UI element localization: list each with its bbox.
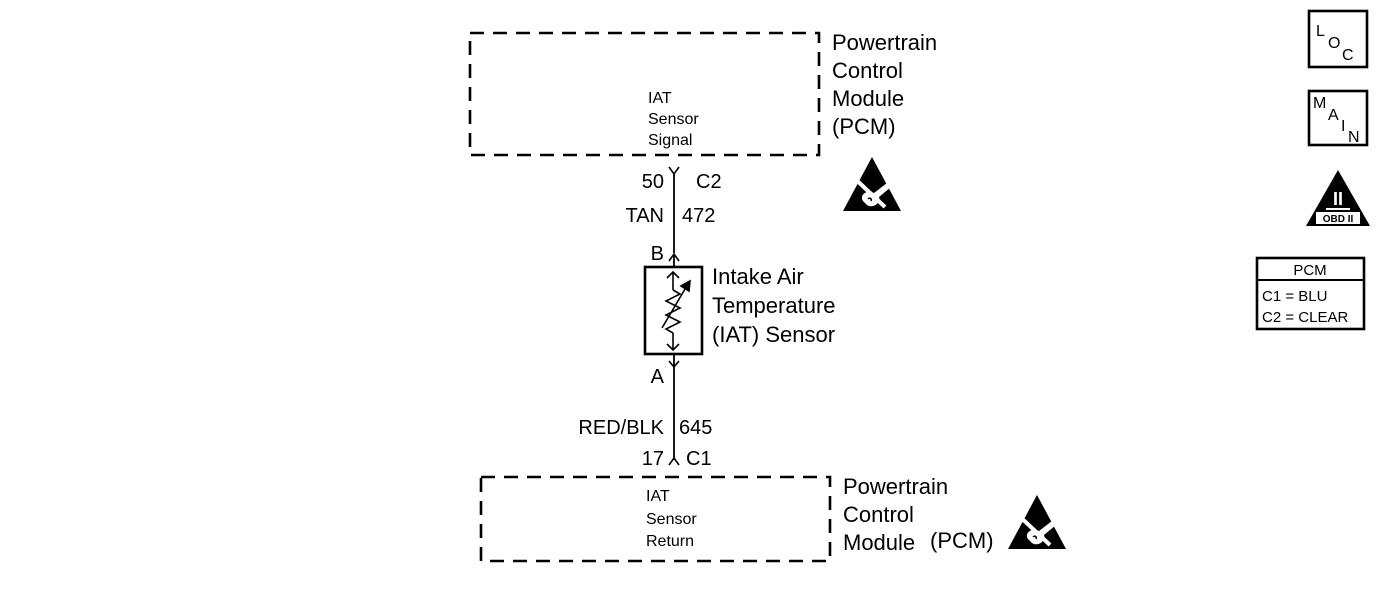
pcm-top-title-4: (PCM) [832, 114, 896, 139]
main-icon: M A I N [1307, 89, 1369, 147]
obd-numeral: II [1333, 189, 1343, 209]
loc-icon: L O C [1307, 9, 1369, 69]
wire-bottom-circuit: 645 [679, 417, 712, 439]
pcm-table-row-c1: C1 = BLU [1262, 288, 1327, 305]
wire-top-color: TAN [625, 205, 664, 227]
pcm-bottom-boundary [479, 475, 832, 563]
connector-top-id: C2 [696, 171, 722, 193]
pcm-bottom-pin-label-2: Sensor [646, 511, 697, 528]
connector-top-female-icon [668, 166, 680, 176]
pcm-top-pin-label-1: IAT [648, 90, 672, 107]
pcm-bottom-pin-label-3: Return [646, 533, 694, 550]
thermistor-icon [661, 270, 691, 352]
loc-letter-l: L [1316, 23, 1325, 40]
loc-letter-o: O [1328, 35, 1340, 52]
pcm-top-pin-label-2: Sensor [648, 111, 699, 128]
loc-letter-c: C [1342, 47, 1354, 64]
pcm-top-pin-label-3: Signal [648, 132, 692, 149]
obd-caption: OBD II [1323, 214, 1354, 225]
main-letter-i: I [1341, 118, 1345, 135]
connector-bottom-male-icon [668, 456, 680, 466]
pcm-bottom-title-suffix: (PCM) [930, 528, 994, 553]
wire-bottom-color: RED/BLK [578, 417, 664, 439]
pcm-top: IAT Sensor Signal Powertrain Control Mod… [468, 30, 937, 157]
esd-sensitive-icon [1006, 493, 1068, 551]
iat-sensor: B A Intake Air Temperature (IAT) Sensor [643, 243, 836, 388]
pcm-bottom-title-1: Powertrain [843, 474, 948, 499]
pcm-top-title-3: Module [832, 86, 904, 111]
main-letter-a: A [1328, 107, 1339, 124]
pcm-bottom-pin-label-1: IAT [646, 488, 670, 505]
connector-bottom-id: C1 [686, 448, 712, 470]
esd-sensitive-icon [841, 155, 903, 213]
wire-top-circuit: 472 [682, 205, 715, 227]
sensor-name-2: Temperature [712, 293, 836, 318]
sensor-name-3: (IAT) Sensor [712, 322, 835, 347]
sensor-pin-b: B [651, 243, 664, 265]
sensor-name-1: Intake Air [712, 264, 804, 289]
pcm-top-title-2: Control [832, 58, 903, 83]
pcm-top-title-1: Powertrain [832, 30, 937, 55]
connector-bottom-pin: 17 [642, 448, 664, 470]
pcm-bottom: IAT Sensor Return Powertrain Control Mod… [479, 474, 994, 563]
pcm-bottom-title-2: Control [843, 502, 914, 527]
connector-top: 50 C2 [642, 166, 722, 193]
pcm-top-boundary [468, 31, 821, 157]
main-letter-n: N [1348, 129, 1360, 146]
sensor-pin-a: A [651, 366, 665, 388]
pcm-bottom-title-3: Module [843, 530, 915, 555]
connector-bottom: 17 C1 [642, 448, 712, 470]
main-letter-m: M [1313, 95, 1326, 112]
pcm-table-row-c2: C2 = CLEAR [1262, 309, 1348, 326]
connector-top-pin: 50 [642, 171, 664, 193]
pcm-connector-table: PCM C1 = BLU C2 = CLEAR [1255, 256, 1366, 331]
pcm-table-header: PCM [1293, 262, 1326, 279]
obd-ii-icon: II OBD II [1306, 170, 1370, 226]
